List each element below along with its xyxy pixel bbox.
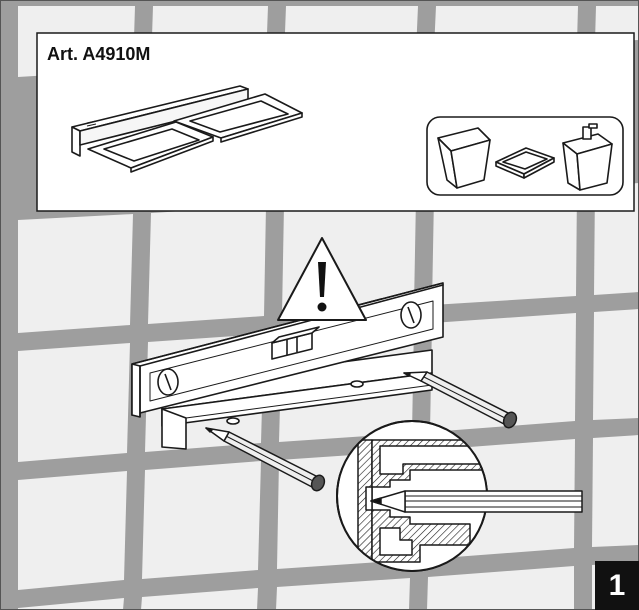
soap-dish — [495, 147, 555, 179]
pencil-detail — [370, 490, 583, 513]
detail-magnifier — [336, 419, 583, 572]
double-holder-product — [71, 85, 303, 173]
wall-bracket — [161, 349, 433, 450]
soap-dispenser — [562, 123, 613, 191]
tumbler-cup — [437, 127, 491, 189]
step-number-badge: 1 — [595, 561, 639, 610]
article-number: Art. A4910M — [47, 44, 151, 64]
accessories-group — [426, 116, 624, 196]
warning-triangle-icon — [277, 237, 367, 321]
pencil-right — [403, 371, 518, 429]
pencil-left — [205, 427, 326, 492]
